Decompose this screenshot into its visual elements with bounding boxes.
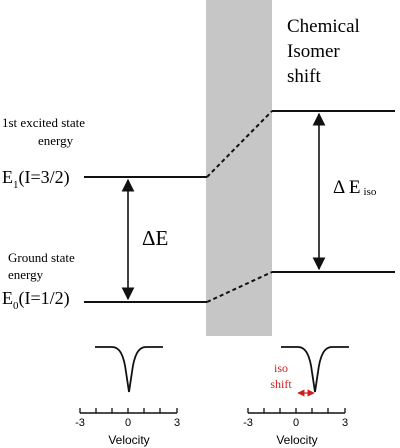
excited-caption-line-1: 1st excited state bbox=[2, 115, 85, 130]
right-velocity-label: Velocity bbox=[276, 433, 317, 447]
left-velocity-label: Velocity bbox=[108, 433, 149, 447]
right-tick-label-minus3: -3 bbox=[243, 417, 253, 429]
right-tick-label-0: 0 bbox=[293, 417, 299, 429]
excited-level-connector bbox=[206, 110, 273, 178]
left-tick-label-0: 0 bbox=[125, 417, 131, 429]
iso-shift-label-line-1: iso bbox=[274, 361, 288, 375]
iso-shift-label-line-2: shift bbox=[270, 377, 292, 391]
excited-caption-line-2: energy bbox=[38, 133, 74, 148]
ground-caption-line-1: Ground state bbox=[8, 250, 75, 265]
ground-level-label: E0(I=1/2) bbox=[2, 288, 70, 312]
left-spectrum-ticks bbox=[79, 408, 178, 413]
left-tick-label-3: 3 bbox=[174, 417, 180, 429]
ground-caption-line-2: energy bbox=[8, 267, 44, 282]
left-tick-label-minus3: -3 bbox=[75, 417, 85, 429]
delta-e-label: ΔE bbox=[142, 226, 168, 250]
gray-band bbox=[206, 0, 272, 336]
ground-level-connector bbox=[206, 271, 273, 303]
title-line-1: Chemical bbox=[287, 16, 360, 37]
excited-level-label: E1(I=3/2) bbox=[2, 167, 70, 191]
right-tick-label-3: 3 bbox=[342, 417, 348, 429]
title-line-2: Isomer bbox=[287, 41, 340, 62]
title-line-3: shift bbox=[287, 66, 322, 87]
right-spectrum-ticks bbox=[247, 408, 346, 413]
left-spectrum-curve bbox=[95, 346, 163, 393]
right-spectrum-curve bbox=[281, 346, 349, 393]
